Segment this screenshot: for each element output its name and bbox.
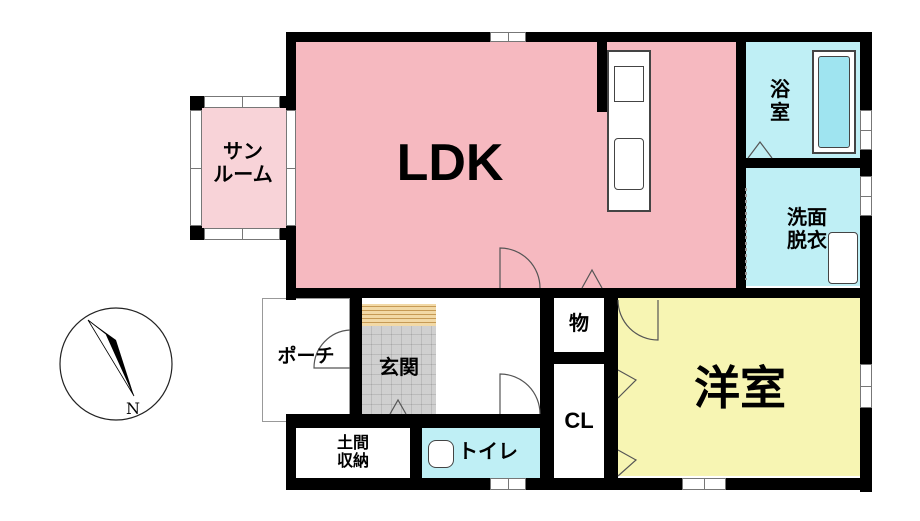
- toilet-icon: [428, 440, 454, 468]
- wall-earth-right: [410, 428, 422, 488]
- room-label-entrance: 玄関: [379, 355, 419, 379]
- window-toilet: [490, 478, 526, 490]
- wall-left-lower: [286, 414, 296, 490]
- window-western-bottom: [682, 478, 726, 490]
- room-label-toilet: トイレ: [458, 439, 518, 463]
- ldk-area: [296, 42, 736, 288]
- bathtub-inner: [818, 56, 850, 148]
- room-label-sunroom: サン ルーム: [213, 139, 273, 186]
- wall-kitchen: [597, 42, 607, 112]
- door-hall-toilet: [499, 373, 541, 415]
- window-western-right: [860, 364, 872, 408]
- stove-icon: [614, 66, 644, 102]
- window-bath: [860, 110, 872, 150]
- wall-ldk-bath: [736, 32, 746, 298]
- window-ldk-top: [490, 32, 526, 42]
- door-storage-top: [581, 268, 603, 289]
- closet-doors: [617, 369, 638, 477]
- room-label-western: 洋室: [694, 361, 786, 415]
- wall-storage-bottom: [554, 352, 618, 364]
- washbasin-icon: [828, 232, 858, 284]
- window-sunroom-left: [190, 110, 202, 226]
- room-label-storage: 物: [569, 311, 589, 335]
- compass-north-label: N: [126, 399, 140, 418]
- wall-storage-right: [604, 288, 618, 488]
- door-ldk-hall: [499, 247, 541, 289]
- room-label-ldk: LDK: [396, 134, 504, 192]
- compass-rose: N: [59, 307, 173, 421]
- window-sunroom-bottom: [204, 228, 280, 240]
- door-porch: [313, 329, 351, 369]
- room-label-earth-storage: 土間 収納: [336, 433, 369, 471]
- entrance-floor: [362, 326, 436, 414]
- room-label-porch: ポーチ: [277, 345, 335, 367]
- door-bath: [747, 141, 773, 159]
- window-sunroom-ldk: [286, 110, 296, 226]
- sunroom-area: [200, 108, 286, 230]
- window-wash: [860, 176, 872, 216]
- room-label-washroom: 洗面 脱衣: [787, 205, 827, 252]
- wall-ldk-bottom: [286, 288, 872, 298]
- entrance-step: [362, 304, 436, 326]
- wall-hall-right: [540, 288, 554, 488]
- door-western: [617, 299, 659, 341]
- door-entrance: [389, 398, 407, 415]
- wall-top: [286, 32, 872, 42]
- room-label-closet: CL: [564, 408, 594, 433]
- wall-lower-mid: [286, 414, 540, 428]
- porch-area: [262, 298, 350, 422]
- western-area: [618, 298, 862, 476]
- window-sunroom-top: [204, 96, 280, 108]
- wall-entrance-left: [350, 298, 362, 424]
- sink-icon: [614, 138, 644, 190]
- wall-bath-wash: [746, 158, 866, 168]
- room-label-bath: 浴 室: [770, 77, 790, 124]
